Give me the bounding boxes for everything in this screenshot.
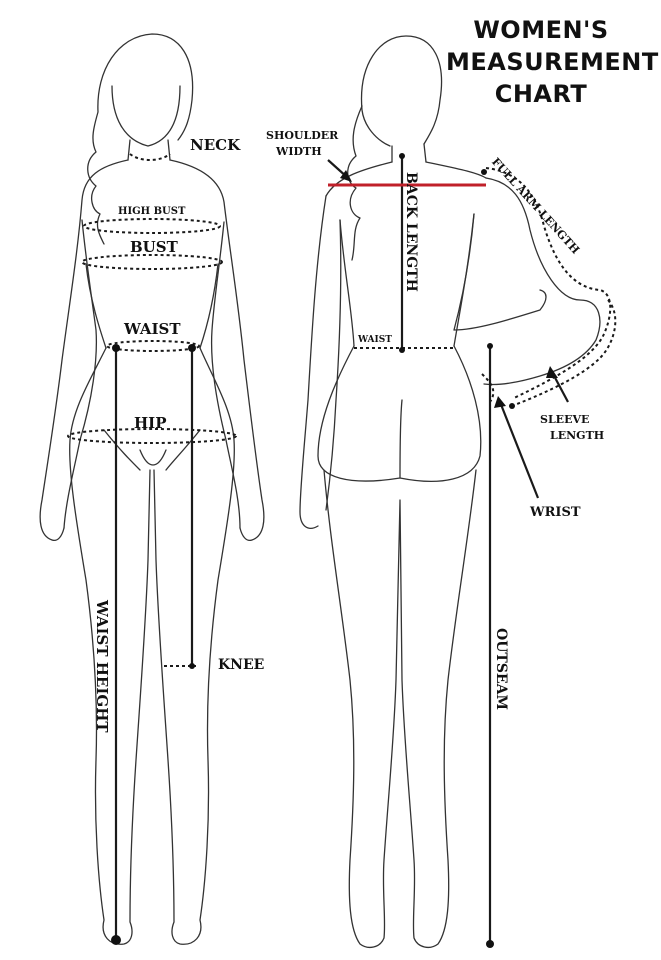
sleeve-dot [509,403,515,409]
label-width: WIDTH [276,146,322,157]
label-sleeve: SLEEVE [540,414,589,425]
back-legs [324,470,476,947]
back-braid [348,106,362,260]
label-hip: HIP [134,416,166,431]
waist-front-measure-line [107,341,199,351]
front-neck [128,140,170,160]
high-bust-measure-line [84,219,220,233]
outseam-dot-top [487,343,493,349]
title-line-1: WOMEN'S [446,16,636,44]
outseam-dot-bottom [486,940,494,948]
wrist-arrow-line [500,402,538,498]
waist-height-dot-top [112,344,120,352]
front-underwear [104,430,200,470]
sleeve-arrow-head [546,366,558,378]
knee-dot-bottom [189,663,195,669]
front-torso-outline [40,160,264,540]
label-waist-back: WAIST [358,336,392,345]
neck-measure-line [130,154,170,160]
label-neck: NECK [190,138,240,153]
bust-measure-line [82,255,222,269]
waist-height-dot-bottom [111,935,121,945]
knee-dot-top [188,344,196,352]
label-shoulder: SHOULDER [266,130,338,141]
full-arm-length-line [486,168,610,398]
back-left-arm [300,196,341,528]
label-high-bust: HIGH BUST [118,207,185,217]
label-outseam: OUTSEAM [494,628,508,710]
label-bust: BUST [130,240,178,255]
shoulder-dot-right [481,169,487,175]
label-waist-front: WAIST [124,322,181,337]
label-wrist: WRIST [530,506,581,519]
title-line-3: CHART [446,80,636,108]
front-face [112,86,180,146]
back-length-dot-top [399,153,405,159]
front-figure [40,34,264,944]
chart-title: WOMEN'S MEASUREMENT CHART [446,16,636,108]
label-length: LENGTH [550,430,604,441]
label-knee: KNEE [218,658,264,672]
wrist-measure-line [482,374,493,402]
label-back-length: BACK LENGTH [404,172,418,292]
back-head [362,36,442,146]
back-length-dot-bottom [399,347,405,353]
wrist-arrow-head [494,396,506,408]
label-waist-height: WAIST HEIGHT [94,600,109,733]
back-right-arm [454,178,600,385]
back-neck [392,144,426,162]
title-line-2: MEASUREMENT [446,48,636,76]
back-hips [318,346,481,481]
